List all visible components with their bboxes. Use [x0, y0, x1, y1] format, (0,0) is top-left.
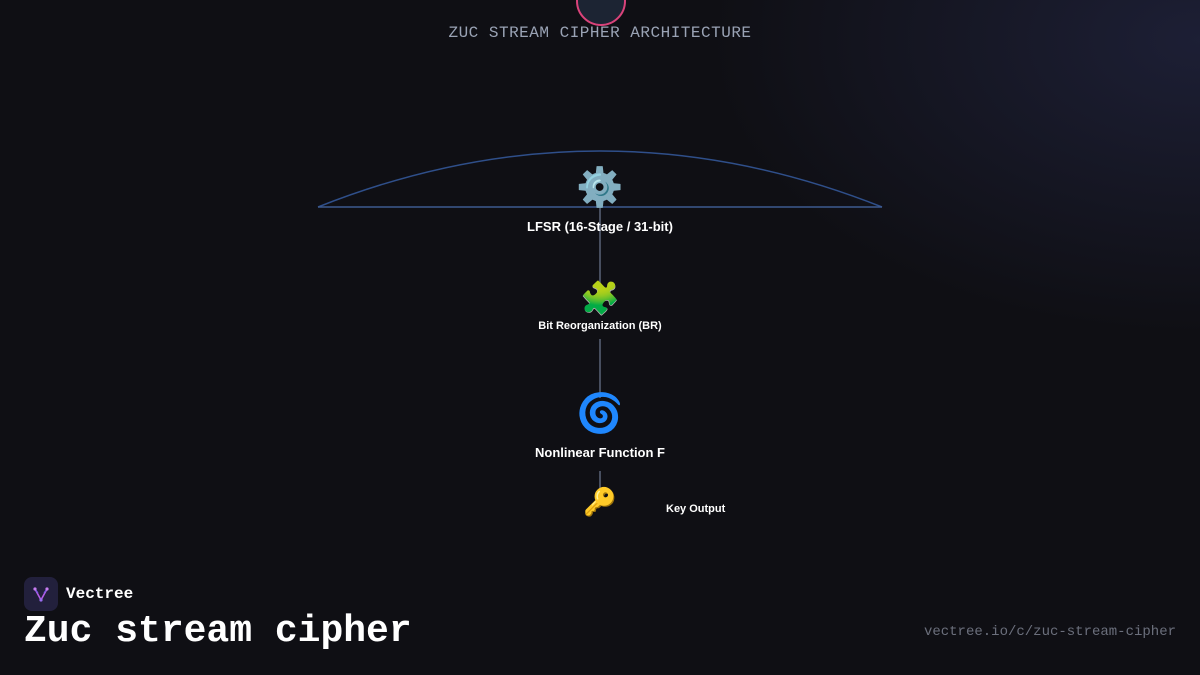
cyclone-icon: 🌀 — [576, 391, 624, 435]
page-title: Zuc stream cipher — [24, 610, 412, 653]
lfsr-arc — [317, 150, 883, 208]
brand[interactable]: Vectree — [24, 577, 133, 611]
puzzle-icon: 🧩 — [580, 279, 620, 317]
gear-icon: ⚙️ — [576, 165, 624, 209]
lfsr-label: LFSR (16-Stage / 31-bit) — [527, 219, 673, 234]
vectree-logo-icon — [24, 577, 58, 611]
brand-name: Vectree — [66, 585, 134, 603]
key-output-label: Key Output — [666, 503, 726, 515]
diagram-title: ZUC STREAM CIPHER ARCHITECTURE — [448, 24, 752, 42]
nonlinear-function-label: Nonlinear Function F — [535, 445, 665, 460]
key-icon: 🔑 — [583, 487, 617, 518]
page-url-link[interactable]: vectree.io/c/zuc-stream-cipher — [923, 624, 1176, 640]
bit-reorganization-label: Bit Reorganization (BR) — [538, 320, 662, 332]
